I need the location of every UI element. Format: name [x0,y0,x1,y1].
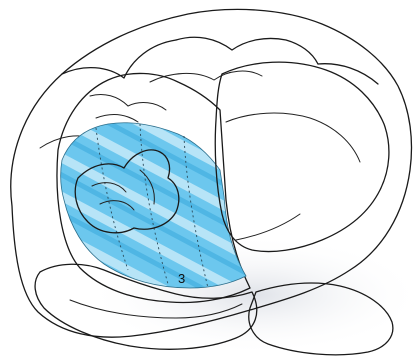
region-number-label: 3 [178,271,185,286]
opercular-fold-2 [96,115,138,122]
retracted-lobe [215,62,389,251]
gyrus-top-left [62,40,176,78]
sulcus-upper [150,71,262,82]
insula-highlight [61,123,246,288]
opercular-fold-1 [90,94,166,110]
retracted-lobe-cut-face [226,113,360,162]
gyrus-top-middle [176,37,318,64]
